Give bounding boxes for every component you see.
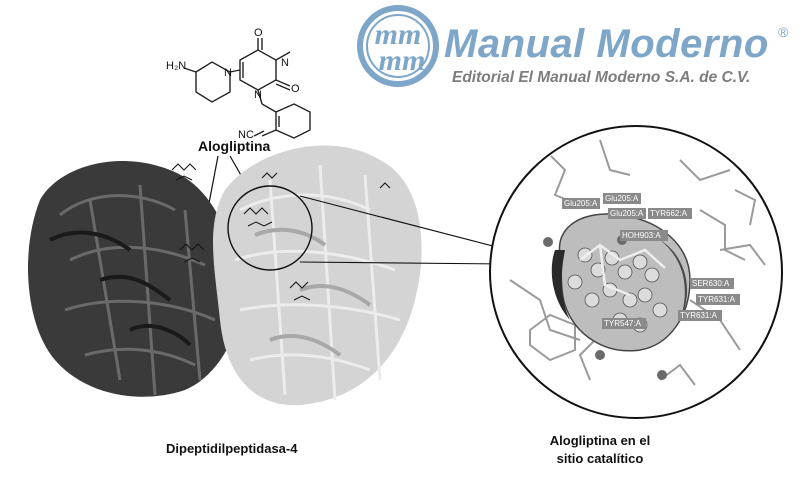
protein-caption: Dipeptidilpeptidasa-4 bbox=[166, 441, 298, 456]
alogliptin-structure bbox=[183, 38, 311, 139]
residue-label: HOH903:A bbox=[620, 230, 668, 241]
registered-mark: ® bbox=[778, 24, 789, 40]
residue-label: SER630:A bbox=[690, 278, 734, 289]
dpp4-dark-monomer bbox=[27, 161, 241, 397]
logo-icon: mm mm bbox=[357, 5, 439, 87]
molecule-name: Alogliptina bbox=[198, 138, 271, 154]
atom-nitrile: NC bbox=[238, 129, 254, 141]
atom-n-ring: N bbox=[224, 67, 232, 79]
svg-text:Glu205:A: Glu205:A bbox=[564, 199, 598, 208]
site-caption-line2: sitio catalítico bbox=[556, 451, 644, 466]
site-caption-line1: Alogliptina en el bbox=[549, 433, 651, 448]
logo-letter-top: mm bbox=[375, 18, 422, 51]
svg-text:Glu205:A: Glu205:A bbox=[610, 209, 644, 218]
residue-label: Glu205:A bbox=[603, 193, 641, 204]
residue-label: Glu205:A bbox=[562, 198, 600, 209]
residue-label: TYR662:A bbox=[648, 208, 692, 219]
ligand-sticks bbox=[171, 163, 391, 301]
svg-text:TYR631:A: TYR631:A bbox=[698, 295, 736, 304]
svg-text:TYR662:A: TYR662:A bbox=[650, 209, 688, 218]
residue-label: TYR547:A bbox=[602, 318, 646, 329]
atom-o-top: O bbox=[254, 27, 263, 39]
svg-text:TYR631:A: TYR631:A bbox=[680, 311, 718, 320]
residue-label: TYR631:A bbox=[696, 294, 740, 305]
svg-text:TYR547:A: TYR547:A bbox=[604, 319, 642, 328]
svg-text:HOH903:A: HOH903:A bbox=[622, 231, 661, 240]
brand-title: Manual Moderno bbox=[444, 22, 769, 66]
site-highlight-circle bbox=[227, 185, 313, 271]
zoom-connector-lines bbox=[299, 195, 517, 265]
atom-o-right: O bbox=[291, 83, 300, 95]
svg-text:SER630:A: SER630:A bbox=[692, 279, 730, 288]
atom-amine: H₂N bbox=[166, 60, 186, 72]
logo-letter-bottom: mm bbox=[379, 44, 426, 77]
residue-label: TYR631:A bbox=[678, 310, 722, 321]
residue-label: Glu205:A bbox=[608, 208, 646, 219]
catalytic-site-zoom: Glu205:A Glu205:A Glu205:A TYR662:A HOH9… bbox=[489, 125, 783, 419]
dpp4-light-monomer bbox=[213, 145, 422, 406]
atom-n-benzyl: N bbox=[254, 89, 262, 101]
atom-n-methyl: N bbox=[281, 57, 289, 69]
brand-subtitle: Editorial El Manual Moderno S.A. de C.V. bbox=[452, 69, 751, 86]
svg-text:Glu205:A: Glu205:A bbox=[605, 194, 639, 203]
